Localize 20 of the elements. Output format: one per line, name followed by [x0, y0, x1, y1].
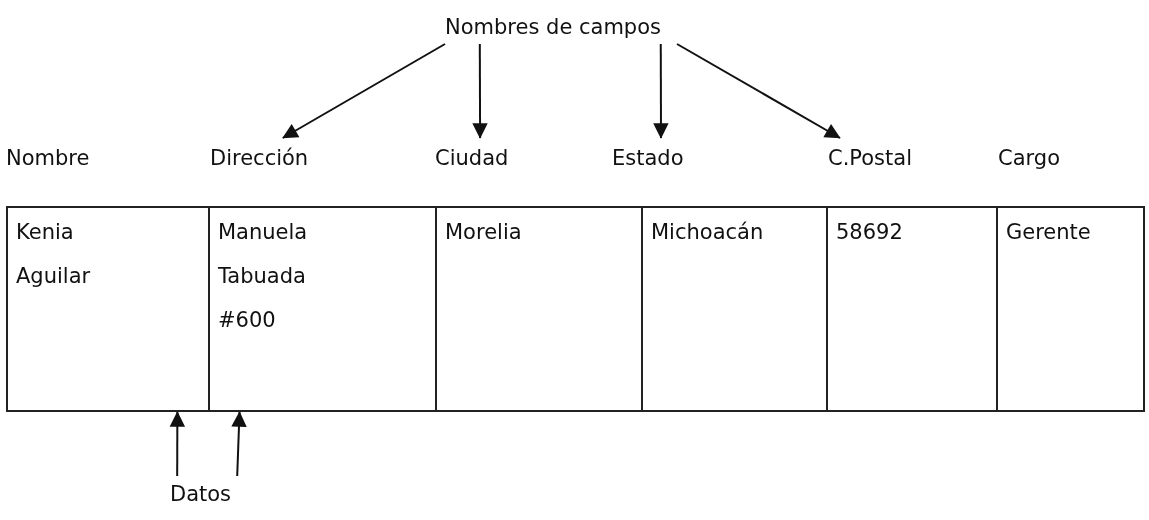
table-cell: Manuela Tabuada #600 [210, 206, 437, 412]
annotation-label: Nombres de campos [445, 10, 677, 44]
annotation-label: Datos [170, 476, 250, 512]
table-cell: Gerente [998, 206, 1145, 412]
arrow [169, 411, 186, 477]
arrow [676, 43, 841, 139]
table-cell: Kenia Aguilar [6, 206, 210, 412]
table-cell: 58692 [828, 206, 998, 412]
column-header: Nombre [6, 138, 116, 178]
column-header: Dirección [210, 138, 340, 178]
table-cell: Morelia [437, 206, 643, 412]
column-header: Cargo [998, 138, 1098, 178]
arrow [281, 43, 446, 139]
arrow [472, 43, 488, 139]
arrow [231, 411, 247, 477]
arrow [653, 43, 669, 139]
column-header: C.Postal [828, 138, 948, 178]
table-cell: Michoacán [643, 206, 828, 412]
column-header: Estado [612, 138, 712, 178]
column-header: Ciudad [435, 138, 545, 178]
